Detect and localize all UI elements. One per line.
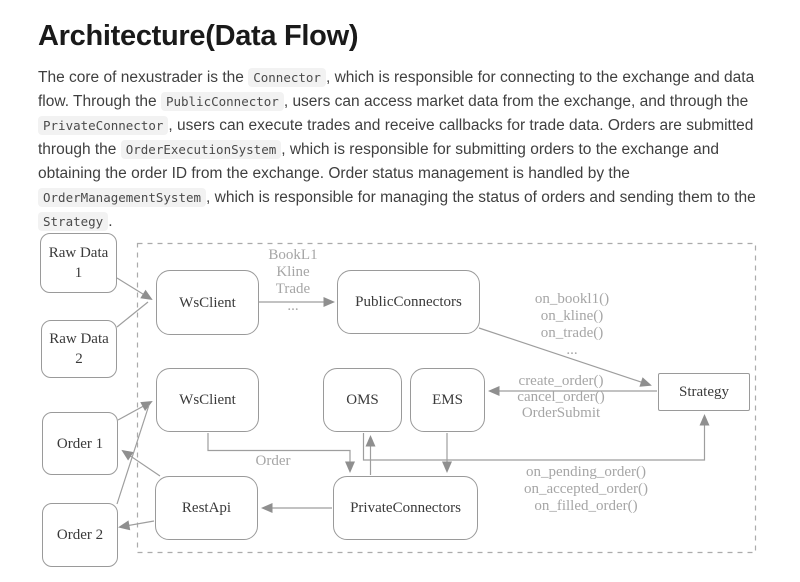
- paragraph-text: .: [108, 213, 113, 230]
- edge-oms-strategy: [362, 414, 710, 461]
- node-raw-data-2: Raw Data 2: [41, 320, 117, 378]
- edge-order1-wsclient: [117, 401, 153, 421]
- node-private-connectors: PrivateConnectors: [333, 476, 478, 540]
- node-order-1: Order 1: [42, 412, 118, 475]
- edge-wsclient-privateconnectors-order: [207, 433, 355, 473]
- edge-publicconnectors-strategy: [478, 327, 652, 387]
- inline-code: OrderManagementSystem: [38, 188, 207, 207]
- edge-label-order: Order: [255, 453, 291, 469]
- paragraph-text: , users can execute trades and receive c…: [38, 117, 754, 158]
- node-wsclient-private: WsClient: [156, 368, 259, 432]
- doc-page: Architecture(Data Flow) The core of nexu…: [0, 0, 800, 234]
- node-strategy: Strategy: [658, 373, 750, 411]
- edge-label-market-callbacks: on_bookl1() on_kline() on_trade() ...: [534, 291, 610, 358]
- paragraph-text: , which is responsible for connecting to…: [38, 69, 755, 110]
- edge-label-order-commands: create_order() cancel_order() OrderSubmi…: [517, 373, 605, 421]
- intro-paragraph: The core of nexustrader is the Connector…: [38, 66, 762, 234]
- node-public-connectors: PublicConnectors: [337, 270, 480, 334]
- edge-label-market-stream: BookL1 Kline Trade ...: [268, 247, 318, 314]
- edge-label-order-callbacks: on_pending_order() on_accepted_order() o…: [523, 464, 649, 514]
- edge-restapi-order1: [121, 449, 161, 477]
- node-oms: OMS: [323, 368, 402, 432]
- node-rest-api: RestApi: [155, 476, 258, 540]
- paragraph-text: The core of nexustrader is the: [38, 69, 249, 86]
- dashed-boundary: [136, 242, 757, 554]
- node-raw-data-1: Raw Data 1: [40, 233, 117, 293]
- node-ems: EMS: [410, 368, 485, 432]
- edge-order2-wsclient: [116, 404, 150, 505]
- paragraph-text: , which is responsible for submitting or…: [38, 141, 719, 182]
- edge-rawdata1-wsclient: [116, 277, 153, 301]
- inline-code: PrivateConnector: [38, 116, 169, 135]
- inline-code: Connector: [248, 68, 326, 87]
- inline-code: Strategy: [38, 212, 109, 231]
- inline-code: PublicConnector: [160, 92, 284, 111]
- node-order-2: Order 2: [42, 503, 118, 567]
- paragraph-text: , users can access market data from the …: [283, 93, 749, 110]
- edge-restapi-order2: [118, 520, 155, 531]
- paragraph-text: , which is responsible for managing the …: [206, 189, 756, 206]
- node-wsclient-public: WsClient: [156, 270, 259, 335]
- inline-code: OrderExecutionSystem: [120, 140, 282, 159]
- page-title: Architecture(Data Flow): [38, 20, 359, 52]
- edge-rawdata2-wsclient: [116, 301, 149, 328]
